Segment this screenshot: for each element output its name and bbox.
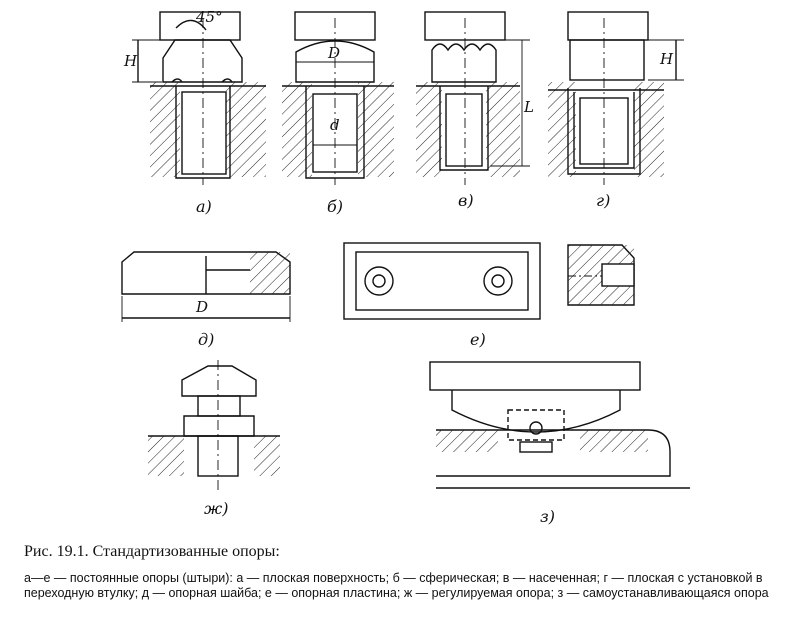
- caption-text: а—е — постоянные опоры (штыри): а — плос…: [24, 571, 769, 600]
- support-v-drawing: [416, 11, 530, 185]
- label-z: з): [540, 507, 555, 526]
- support-e-drawing: [343, 242, 635, 320]
- dim-h-a: H: [123, 52, 138, 70]
- support-g-drawing: [548, 11, 684, 185]
- label-a: а): [196, 197, 212, 216]
- label-b: б): [327, 197, 343, 216]
- label-e: е): [470, 330, 486, 349]
- support-a-drawing: [132, 11, 266, 185]
- label-g: г): [596, 191, 610, 210]
- dim-d-b: d: [330, 116, 340, 134]
- dim-L-v: L: [523, 98, 534, 116]
- support-b-drawing: [282, 11, 394, 185]
- support-d-drawing: [121, 251, 291, 322]
- dim-H-g: H: [659, 50, 674, 68]
- label-v: в): [458, 191, 474, 210]
- dim-D-b: D: [327, 44, 340, 62]
- support-zh-drawing: [148, 360, 280, 490]
- support-z-drawing: [429, 361, 690, 489]
- dim-D-d: D: [195, 298, 208, 316]
- caption-title: Рис. 19.1. Стандартизованные опоры:: [24, 543, 280, 560]
- figure-drawing: H 45° D d L H D а) б) в) г) д) е) ж) з): [121, 8, 690, 526]
- label-d: д): [198, 330, 214, 349]
- label-zh: ж): [204, 499, 228, 518]
- dim-angle-a: 45°: [195, 8, 223, 26]
